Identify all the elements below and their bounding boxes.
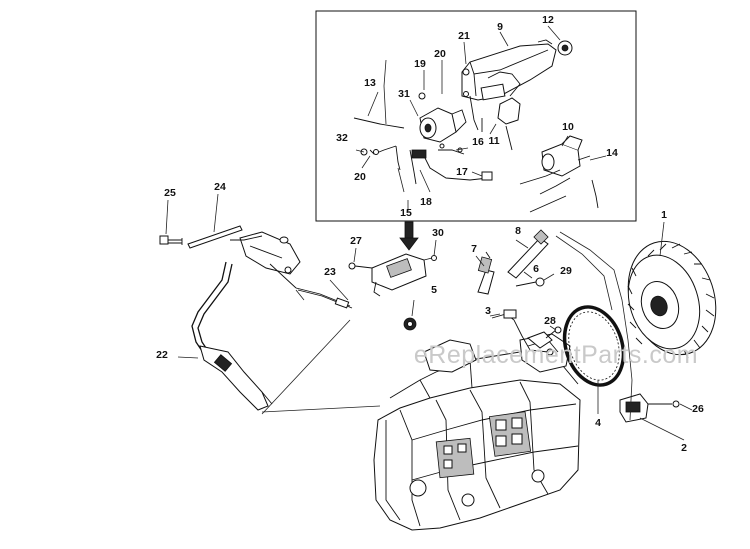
callout-24: 24	[214, 181, 226, 193]
callout-20-bottom: 20	[354, 171, 366, 183]
callout-8: 8	[515, 225, 521, 237]
inset-frame	[315, 10, 637, 222]
callout-25: 25	[164, 187, 176, 199]
callout-19: 19	[414, 58, 426, 70]
inset-bracket	[461, 39, 573, 131]
callout-30: 30	[432, 227, 444, 239]
module-30	[371, 253, 437, 297]
inset-solenoid	[419, 107, 467, 143]
spark-plug	[477, 251, 495, 295]
screw-27	[348, 262, 373, 270]
callout-11: 11	[488, 135, 499, 147]
inset-switch	[541, 135, 591, 177]
callout-2: 2	[681, 442, 687, 454]
nut-29	[515, 277, 545, 287]
callout-labels: 1 2 3 4 5 6 7 8 9 10 11 12 13 14 15 16 1…	[156, 14, 704, 454]
ignition-coil	[619, 393, 680, 423]
watermark: eReplacementParts.com	[414, 341, 698, 369]
arrow-15	[399, 221, 419, 251]
callout-18: 18	[420, 196, 432, 208]
callout-10: 10	[562, 121, 574, 133]
callout-13: 13	[364, 77, 376, 89]
callout-27: 27	[350, 235, 362, 247]
flywheel	[627, 240, 717, 359]
ring-gear	[562, 305, 626, 387]
callout-21: 21	[458, 30, 470, 42]
callout-15: 15	[400, 207, 412, 219]
control-assembly	[230, 231, 301, 289]
callout-4: 4	[595, 417, 601, 429]
callout-12: 12	[542, 14, 554, 26]
callout-7: 7	[471, 243, 477, 255]
plug-8	[507, 229, 549, 279]
cable-23	[295, 287, 353, 309]
callout-9: 9	[497, 21, 503, 33]
callout-17: 17	[456, 166, 468, 178]
callout-16: 16	[472, 136, 484, 148]
harness-3	[491, 309, 554, 356]
callout-5: 5	[431, 284, 437, 296]
callout-31: 31	[398, 88, 410, 100]
callout-28: 28	[544, 315, 556, 327]
plug-wire-22	[191, 261, 273, 411]
callout-32: 32	[336, 132, 348, 144]
callout-1: 1	[661, 209, 667, 221]
leader-lines	[165, 25, 693, 441]
callout-26: 26	[692, 403, 704, 415]
callout-23: 23	[324, 266, 336, 278]
callout-14: 14	[606, 147, 618, 159]
callout-3: 3	[485, 305, 491, 317]
callout-22: 22	[156, 349, 168, 361]
callout-6: 6	[533, 263, 539, 275]
bolt-25	[159, 235, 183, 245]
engine-block	[373, 333, 581, 531]
callout-20-top: 20	[434, 48, 446, 60]
callout-29: 29	[560, 265, 572, 277]
rod-24	[187, 225, 243, 249]
washer-5	[403, 317, 417, 331]
bolt-28	[545, 326, 562, 339]
